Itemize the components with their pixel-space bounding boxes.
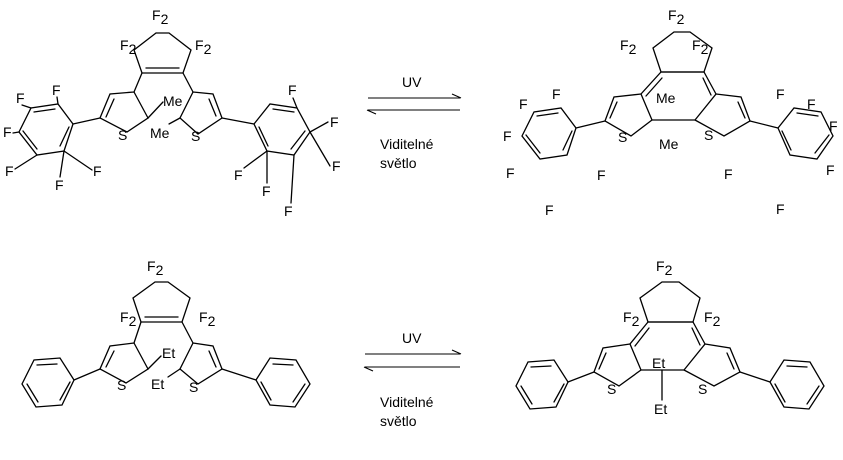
ethyl-label: Et <box>162 345 175 361</box>
fluorine-atom: F <box>776 86 785 102</box>
fluorine-atom: F <box>262 183 271 199</box>
fluorine-atom: F <box>545 202 554 218</box>
fluorine-atom: F <box>503 128 512 144</box>
fluorine-atom: F <box>3 124 12 140</box>
fluorine-atom: F <box>288 82 297 98</box>
methyl-label: Me <box>656 90 676 106</box>
reverse-label-line1: Viditelné <box>380 394 434 410</box>
sulfur-atom: S <box>618 129 627 145</box>
ethyl-label: Et <box>151 376 164 392</box>
reverse-label-line2: světlo <box>380 155 417 171</box>
sulfur-atom: S <box>704 127 713 143</box>
fluorine-atom: F <box>829 118 838 134</box>
cf2-label: F2 <box>195 37 212 57</box>
reverse-label-line2: světlo <box>380 413 417 429</box>
ethyl-label: Et <box>654 401 667 417</box>
fluorine-atom: F <box>552 86 561 102</box>
forward-label-uv: UV <box>402 74 422 90</box>
methyl-label: Me <box>163 93 183 109</box>
reaction-2-open-isomer: F2 F2 F2 S Et S Et <box>21 258 311 408</box>
sulfur-atom: S <box>118 127 127 143</box>
fluorine-atom: F <box>776 201 785 217</box>
fluorine-atom: F <box>5 163 14 179</box>
cf2-label: F2 <box>199 309 216 329</box>
cf2-label: F2 <box>120 37 137 57</box>
cf2-label: F2 <box>656 258 673 278</box>
cf2-label: F2 <box>152 7 169 27</box>
cf2-label: F2 <box>623 309 640 329</box>
fluorine-atom: F <box>284 203 293 219</box>
reaction-2-closed-isomer: F2 F2 F2 S Et S Et <box>515 258 825 417</box>
fluorine-atom: F <box>16 90 25 106</box>
methyl-label: Me <box>150 125 170 141</box>
cf2-label: F2 <box>120 309 137 329</box>
sulfur-atom: S <box>698 381 707 397</box>
reverse-label-line1: Viditelné <box>380 136 434 152</box>
reaction-2-arrows: UV Viditelné světlo <box>363 330 462 429</box>
sulfur-atom: S <box>191 128 200 144</box>
fluorine-atom: F <box>724 166 733 182</box>
sulfur-atom: S <box>189 379 198 395</box>
reaction-1-arrows: UV Viditelné světlo <box>366 74 462 171</box>
reaction-1-open-isomer: F2 F2 F2 S Me S Me F F F F F F <box>3 7 341 219</box>
fluorine-atom: F <box>234 167 243 183</box>
sulfur-atom: S <box>607 381 616 397</box>
fluorine-atom: F <box>826 162 835 178</box>
forward-label-uv: UV <box>402 330 422 346</box>
fluorine-atom: F <box>330 114 339 130</box>
ethyl-label: Et <box>652 355 665 371</box>
fluorine-atom: F <box>52 82 61 98</box>
cf2-label: F2 <box>704 309 721 329</box>
fluorine-atom: F <box>519 96 528 112</box>
cf2-label: F2 <box>668 7 685 27</box>
sulfur-atom: S <box>117 377 126 393</box>
fluorine-atom: F <box>93 163 102 179</box>
cf2-label: F2 <box>692 37 709 57</box>
fluorine-atom: F <box>807 96 816 112</box>
fluorine-atom: F <box>597 167 606 183</box>
fluorine-atom: F <box>506 165 515 181</box>
cf2-label: F2 <box>147 258 164 278</box>
fluorine-atom: F <box>332 158 341 174</box>
methyl-label: Me <box>659 136 679 152</box>
reaction-1-closed-isomer: F2 F2 F2 S Me S Me F F F F F F F F <box>503 7 838 218</box>
cf2-label: F2 <box>620 37 637 57</box>
fluorine-atom: F <box>55 177 64 193</box>
